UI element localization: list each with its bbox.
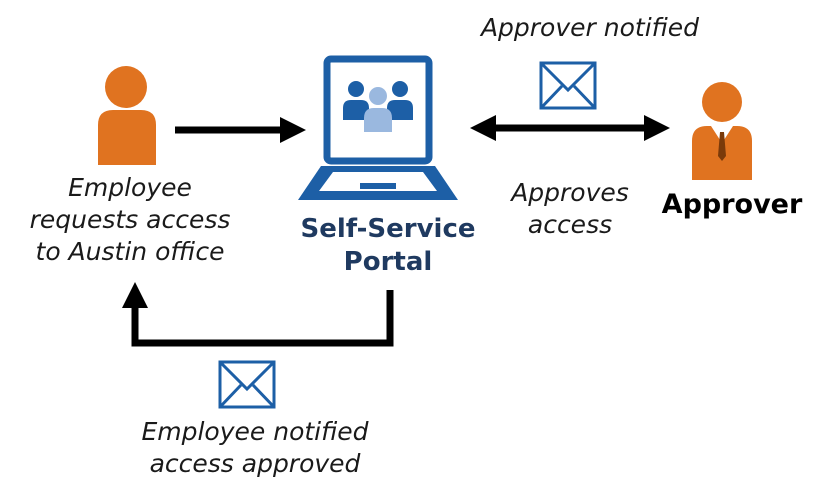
people-group-icon — [343, 81, 413, 132]
portal-label: Self-Service Portal — [300, 214, 476, 277]
approver-notified-label: Approver notified — [480, 13, 700, 42]
employee-request-label: Employee requests access to Austin offic… — [29, 173, 231, 266]
employee-envelope-icon — [218, 360, 276, 409]
approver-businessman-icon — [692, 82, 752, 180]
employee-notified-label: Employee notified access approved — [141, 417, 369, 478]
approves-access-label: Approves access — [511, 178, 629, 239]
laptop-icon — [298, 55, 458, 200]
approval-double-arrow — [470, 115, 670, 141]
employee-person-icon — [98, 66, 156, 165]
notification-return-arrow — [122, 282, 394, 347]
request-arrow — [175, 117, 306, 143]
approver-label: Approver — [661, 189, 803, 220]
approver-envelope-icon — [539, 61, 597, 110]
